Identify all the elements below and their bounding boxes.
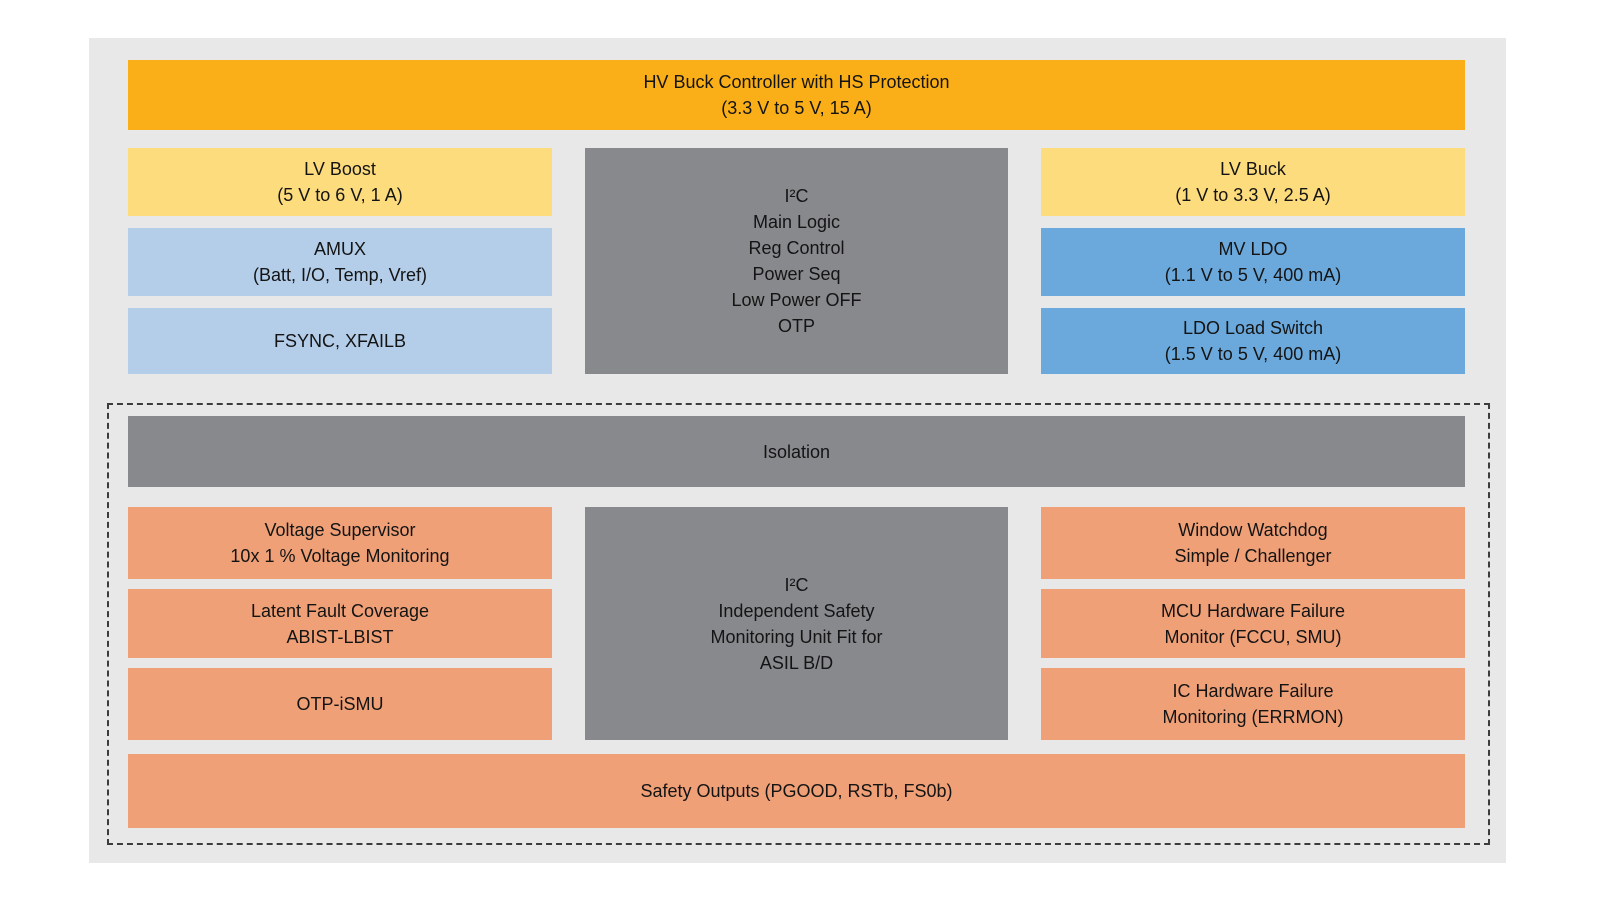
safety-domain-dashed-border: Isolation Voltage Supervisor 10x 1 % Vol… — [107, 403, 1490, 845]
block-lv-boost: LV Boost (5 V to 6 V, 1 A) — [128, 148, 552, 216]
block-line: Isolation — [762, 441, 831, 462]
block-safety-outputs: Safety Outputs (PGOOD, RSTb, FS0b) — [128, 754, 1465, 828]
block-line: Window Watchdog — [1178, 520, 1328, 540]
block-line: FSYNC, XFAILB — [273, 331, 407, 351]
block-line: Power Seq — [752, 264, 841, 284]
block-line: Independent Safety — [718, 600, 875, 621]
diagram-panel: HV Buck Controller with HS Protection (3… — [89, 38, 1506, 863]
main-domain-section: HV Buck Controller with HS Protection (3… — [128, 60, 1465, 374]
block-line: ABIST-LBIST — [286, 626, 394, 647]
block-ldo-load-switch: LDO Load Switch (1.5 V to 5 V, 400 mA) — [1041, 308, 1465, 374]
block-line: Low Power OFF — [731, 290, 862, 310]
main-domain-grid: LV Boost (5 V to 6 V, 1 A) I²C Main Logi… — [128, 148, 1465, 374]
block-mcu-hardware-failure-monitor: MCU Hardware Failure Monitor (FCCU, SMU) — [1041, 589, 1465, 658]
block-amux: AMUX (Batt, I/O, Temp, Vref) — [128, 228, 552, 296]
block-line: Monitor (FCCU, SMU) — [1164, 626, 1342, 647]
block-line: HV Buck Controller with HS Protection — [643, 72, 950, 92]
block-line: Voltage Supervisor — [264, 520, 416, 540]
block-line: IC Hardware Failure — [1172, 681, 1334, 701]
safety-domain-grid: Voltage Supervisor 10x 1 % Voltage Monit… — [128, 507, 1465, 740]
block-independent-safety-monitoring-unit: I²C Independent Safety Monitoring Unit F… — [585, 507, 1008, 740]
block-line: AMUX — [313, 239, 366, 259]
block-main-logic: I²C Main Logic Reg Control Power Seq Low… — [585, 148, 1008, 374]
block-line: Safety Outputs (PGOOD, RSTb, FS0b) — [640, 781, 953, 801]
block-line: Monitoring (ERRMON) — [1162, 707, 1344, 727]
block-line: (5 V to 6 V, 1 A) — [277, 185, 403, 205]
block-line: MCU Hardware Failure — [1160, 600, 1346, 621]
block-line: LV Buck — [1220, 159, 1286, 179]
block-voltage-supervisor: Voltage Supervisor 10x 1 % Voltage Monit… — [128, 507, 552, 579]
block-line: OTP-iSMU — [296, 694, 384, 714]
block-line: Main Logic — [752, 212, 841, 232]
safety-domain-section: Isolation Voltage Supervisor 10x 1 % Vol… — [128, 416, 1465, 828]
block-ic-hardware-failure-monitoring: IC Hardware Failure Monitoring (ERRMON) — [1041, 668, 1465, 740]
block-fsync-xfailb: FSYNC, XFAILB — [128, 308, 552, 374]
block-line: 10x 1 % Voltage Monitoring — [230, 546, 450, 566]
block-line: OTP — [777, 316, 815, 336]
block-line: LDO Load Switch — [1182, 318, 1324, 338]
block-line: (3.3 V to 5 V, 15 A) — [721, 98, 872, 118]
block-lv-buck: LV Buck (1 V to 3.3 V, 2.5 A) — [1041, 148, 1465, 216]
block-hv-buck-controller: HV Buck Controller with HS Protection (3… — [128, 60, 1465, 130]
block-line: I²C — [784, 574, 809, 595]
block-line: Reg Control — [748, 238, 845, 258]
block-line: Monitoring Unit Fit for — [710, 626, 883, 647]
block-line: I²C — [784, 186, 809, 206]
block-line: Simple / Challenger — [1174, 546, 1332, 566]
block-line: (Batt, I/O, Temp, Vref) — [252, 265, 428, 285]
block-line: Latent Fault Coverage — [250, 600, 430, 621]
block-line: (1 V to 3.3 V, 2.5 A) — [1175, 185, 1331, 205]
block-line: LV Boost — [304, 159, 376, 179]
block-isolation: Isolation — [128, 416, 1465, 487]
block-otp-ismu: OTP-iSMU — [128, 668, 552, 740]
block-line: MV LDO — [1218, 239, 1288, 259]
block-line: ASIL B/D — [759, 652, 834, 673]
block-window-watchdog: Window Watchdog Simple / Challenger — [1041, 507, 1465, 579]
block-latent-fault-coverage: Latent Fault Coverage ABIST-LBIST — [128, 589, 552, 658]
block-mv-ldo: MV LDO (1.1 V to 5 V, 400 mA) — [1041, 228, 1465, 296]
block-line: (1.5 V to 5 V, 400 mA) — [1164, 344, 1342, 364]
block-line: (1.1 V to 5 V, 400 mA) — [1164, 265, 1342, 285]
